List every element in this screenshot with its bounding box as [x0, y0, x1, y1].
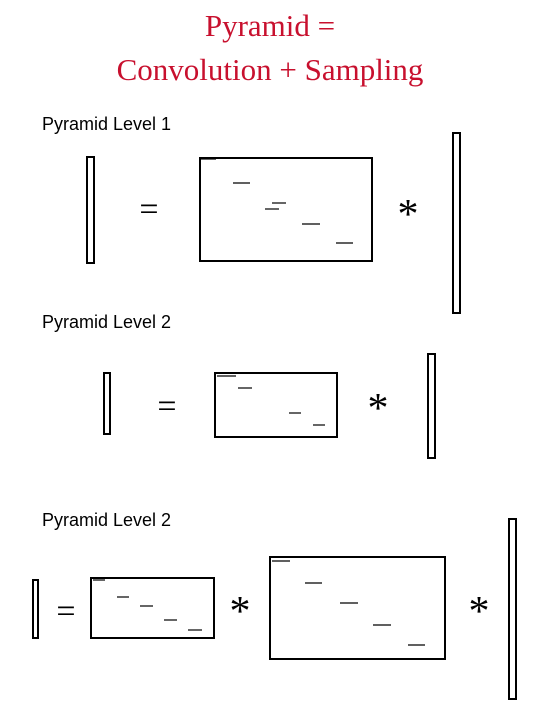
- output-vector-1: [86, 156, 95, 264]
- input-vector-2: [427, 353, 436, 459]
- level-3-label: Pyramid Level 2: [42, 510, 172, 530]
- output-vector-3: [32, 579, 39, 639]
- row-2: = *: [103, 353, 436, 459]
- level-2-label: Pyramid Level 2: [42, 312, 172, 332]
- input-vector-3: [508, 518, 517, 700]
- convolution-operator-3a: *: [230, 589, 251, 635]
- level-1-label: Pyramid Level 1: [42, 114, 172, 134]
- title-line-2: Convolution + Sampling: [116, 52, 424, 87]
- matrix-3a: [90, 577, 215, 639]
- input-vector-1: [452, 132, 461, 314]
- equals-sign-2: =: [157, 388, 176, 425]
- equals-sign-1: =: [139, 191, 158, 228]
- row-1: = *: [86, 132, 461, 314]
- title-line-1: Pyramid =: [204, 8, 336, 43]
- equals-sign-3: =: [56, 593, 75, 630]
- row-3: = * *: [32, 518, 517, 700]
- convolution-operator-3b: *: [469, 589, 490, 635]
- matrix-1: [199, 157, 373, 262]
- convolution-operator-2: *: [368, 386, 389, 432]
- convolution-operator-1: *: [398, 192, 419, 238]
- matrix-3b: [269, 556, 446, 660]
- output-vector-2: [103, 372, 111, 435]
- matrix-2: [214, 372, 338, 438]
